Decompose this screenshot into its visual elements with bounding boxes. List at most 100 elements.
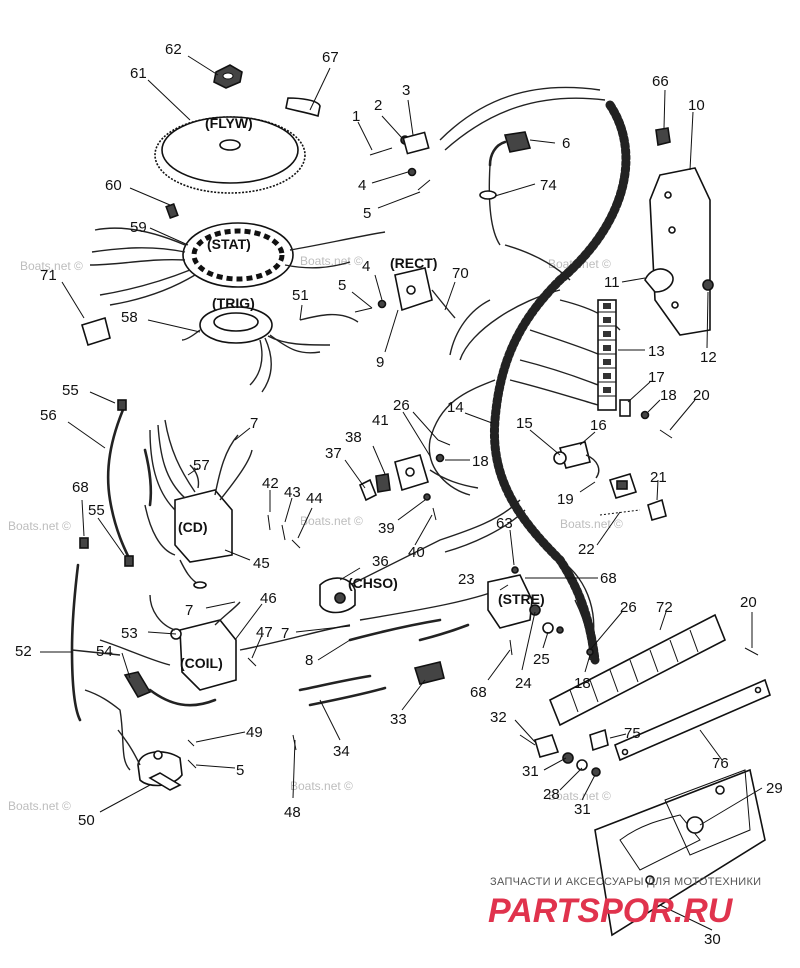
- terminal: [124, 555, 134, 567]
- callout-70: 70: [452, 265, 469, 282]
- washer: [407, 167, 417, 177]
- left-wires: [70, 399, 134, 722]
- clamp: [644, 268, 674, 293]
- callout-5: 5: [338, 277, 346, 294]
- stre-label: (STRE): [498, 591, 545, 607]
- callout-21: 21: [650, 469, 667, 486]
- callout-33: 33: [390, 711, 407, 728]
- screw: [165, 202, 179, 220]
- callout-numbers: 62 67 61 1 2 3 6 66 10 60 4 74 5 59 71 4…: [15, 41, 783, 948]
- callout-23: 23: [458, 571, 475, 588]
- callout-17: 17: [648, 369, 665, 386]
- callout-74: 74: [540, 177, 557, 194]
- callout-36: 36: [372, 553, 389, 570]
- callout-55: 55: [88, 502, 105, 519]
- callout-55: 55: [62, 382, 79, 399]
- callout-41: 41: [372, 412, 389, 429]
- callout-15: 15: [516, 415, 533, 432]
- callout-71: 71: [40, 267, 57, 284]
- block-38: [375, 473, 391, 493]
- callout-8: 8: [305, 652, 313, 669]
- callout-19: 19: [557, 491, 574, 508]
- callout-67: 67: [322, 49, 339, 66]
- right-small-parts: [619, 399, 673, 439]
- callout-25: 25: [533, 651, 550, 668]
- fuse-holder: [413, 661, 445, 685]
- callout-76: 76: [712, 755, 729, 772]
- callout-24: 24: [515, 675, 532, 692]
- callout-53: 53: [121, 625, 138, 642]
- coil-label: (COIL): [180, 655, 223, 671]
- callout-66: 66: [652, 73, 669, 90]
- callout-18: 18: [574, 675, 591, 692]
- rect-label: (RECT): [390, 255, 437, 271]
- callout-50: 50: [78, 812, 95, 829]
- boot-cap: [503, 131, 532, 153]
- callout-68: 68: [72, 479, 89, 496]
- watermark-text: Boats.net ©: [300, 254, 363, 268]
- screw: [659, 429, 673, 439]
- callout-11: 11: [604, 274, 620, 291]
- callout-60: 60: [105, 177, 122, 194]
- callout-39: 39: [378, 520, 395, 537]
- callout-63: 63: [496, 515, 513, 532]
- callout-57: 57: [193, 457, 210, 474]
- stator-assembly: (STAT): [89, 202, 386, 306]
- rectifier-assembly: (RECT): [299, 255, 456, 323]
- callout-72: 72: [656, 599, 673, 616]
- callout-16: 16: [590, 417, 607, 434]
- callout-7: 7: [185, 602, 193, 619]
- callout-28: 28: [543, 786, 560, 803]
- callout-31: 31: [522, 763, 539, 780]
- callout-2: 2: [374, 97, 382, 114]
- callout-62: 62: [165, 41, 182, 58]
- wire-loop: [479, 190, 497, 200]
- boot-cap-group: [479, 131, 532, 246]
- callout-4: 4: [358, 177, 366, 194]
- callout-34: 34: [333, 743, 350, 760]
- starter-relay: [137, 751, 183, 787]
- callout-29: 29: [766, 780, 783, 797]
- callout-7: 7: [250, 415, 258, 432]
- watermark-text: Boats.net ©: [290, 779, 353, 793]
- callout-44: 44: [306, 490, 323, 507]
- callout-43: 43: [284, 484, 301, 501]
- callout-18: 18: [660, 387, 677, 404]
- callout-12: 12: [700, 349, 717, 366]
- callout-47: 47: [256, 624, 273, 641]
- flywheel-hub: [219, 139, 241, 151]
- watermark-text: Boats.net ©: [300, 514, 363, 528]
- callout-26: 26: [620, 599, 637, 616]
- terminal-clip: [402, 131, 430, 155]
- callout-38: 38: [345, 429, 362, 446]
- leader-lines: [40, 55, 763, 931]
- brand-tagline: ЗАПЧАСТИ И АКСЕССУАРЫ ДЛЯ МОТОТЕХНИКИ: [490, 876, 761, 888]
- watermarks: Boats.net © Boats.net © Boats.net © Boat…: [8, 254, 623, 813]
- key-switch: [553, 441, 600, 479]
- starter-motor-group: [117, 729, 297, 791]
- callout-37: 37: [325, 445, 342, 462]
- callout-32: 32: [490, 709, 507, 726]
- plate-76: [614, 678, 771, 762]
- callout-22: 22: [578, 541, 595, 558]
- watermark-text: Boats.net ©: [560, 517, 623, 531]
- screw: [417, 179, 431, 191]
- callout-5: 5: [363, 205, 371, 222]
- terminal-strip: [597, 299, 617, 411]
- plug-wires: [71, 649, 217, 771]
- stre-body: [487, 574, 533, 629]
- callout-42: 42: [262, 475, 279, 492]
- terminal-block: [597, 299, 617, 411]
- callout-18: 18: [472, 453, 489, 470]
- terminal: [117, 399, 127, 411]
- callout-61: 61: [130, 65, 147, 82]
- watermark-text: Boats.net ©: [20, 259, 83, 273]
- cap: [647, 498, 667, 521]
- chso-label: (CHSO): [348, 575, 398, 591]
- callout-4: 4: [362, 258, 370, 275]
- callout-6: 6: [562, 135, 570, 152]
- callout-56: 56: [40, 407, 57, 424]
- label-card: [81, 316, 111, 347]
- brand-logo: PARTSPOR.RU: [488, 892, 734, 930]
